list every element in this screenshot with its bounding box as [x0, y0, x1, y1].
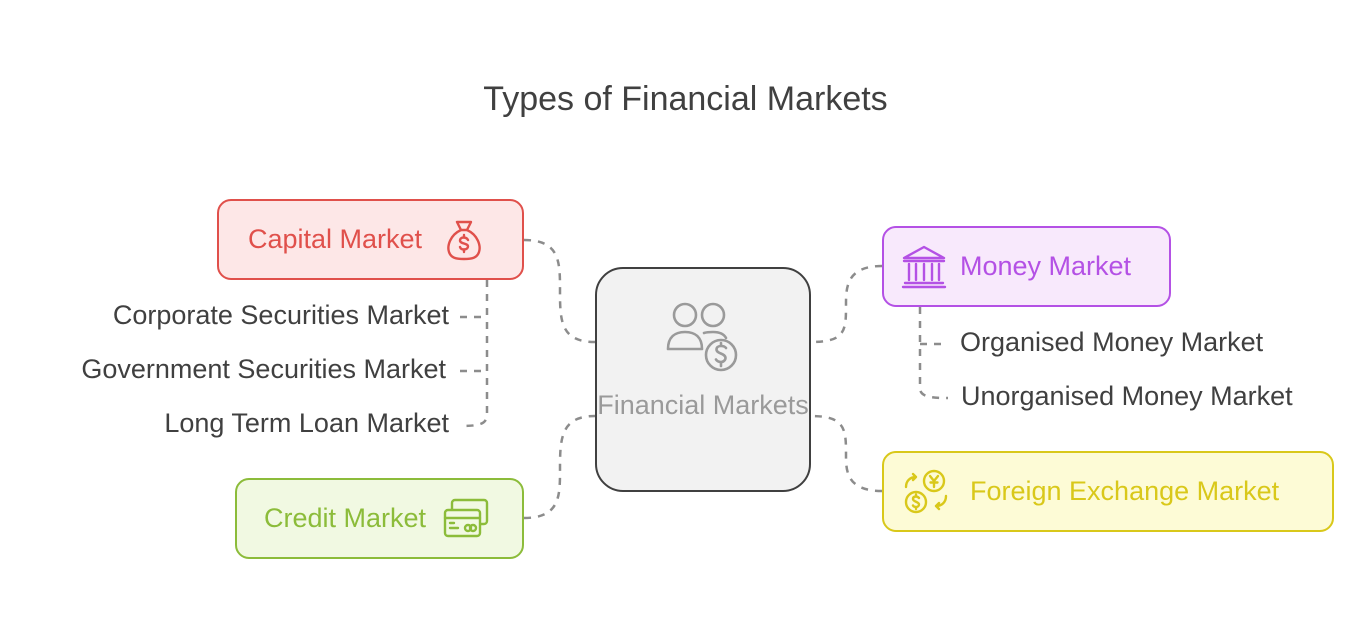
connector-capital-sub	[459, 280, 489, 428]
credit-market-label: Credit Market	[264, 503, 427, 533]
money-bag-icon	[444, 218, 484, 262]
users-dollar-icon	[597, 301, 809, 375]
credit-cards-icon	[442, 497, 490, 541]
capital-market-label: Capital Market	[248, 224, 423, 254]
connector-forex	[810, 414, 883, 493]
sub-item-organised-money: Organised Money Market	[960, 327, 1264, 357]
credit-market-node: Credit Market	[235, 478, 524, 559]
connector-money-sub	[918, 307, 949, 400]
financial-markets-center-node: Financial Markets	[595, 267, 811, 492]
foreign-exchange-market-node: Foreign Exchange Market	[882, 451, 1334, 532]
bank-icon	[900, 244, 948, 290]
foreign-exchange-market-label: Foreign Exchange Market	[970, 476, 1280, 506]
connector-credit	[523, 414, 596, 520]
sub-item-government-securities: Government Securities Market	[81, 354, 446, 384]
money-market-node: Money Market	[882, 226, 1171, 307]
currency-exchange-icon	[902, 469, 950, 515]
connector-money	[810, 264, 883, 344]
sub-item-long-term-loan: Long Term Loan Market	[164, 408, 449, 438]
diagram-title: Types of Financial Markets	[483, 80, 888, 118]
financial-markets-label: Financial Markets	[597, 390, 809, 420]
sub-item-unorganised-money: Unorganised Money Market	[961, 381, 1293, 411]
connector-capital	[523, 238, 596, 344]
capital-market-node: Capital Market	[217, 199, 524, 280]
sub-item-corporate-securities: Corporate Securities Market	[112, 300, 449, 330]
money-market-label: Money Market	[960, 251, 1132, 281]
